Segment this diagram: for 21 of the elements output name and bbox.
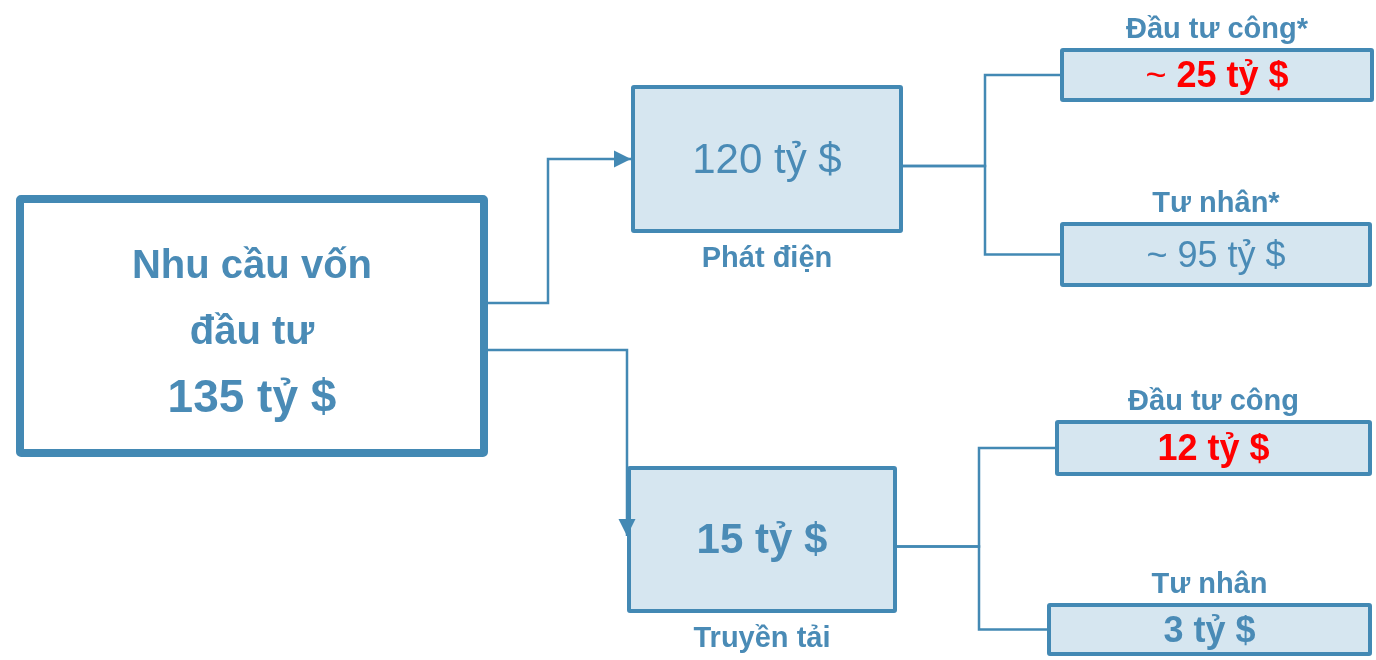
- connector-line: [897, 545, 1047, 631]
- caption-text: Truyền tải: [692, 621, 832, 654]
- amount-text: ~ 95 tỷ $: [1146, 234, 1286, 275]
- process-box: [627, 466, 897, 613]
- amount-text: 12 tỷ $: [1157, 428, 1270, 468]
- caption-text: Phát điện: [700, 241, 834, 274]
- process-box: [631, 85, 903, 233]
- amount-text: 3 tỷ $: [1163, 609, 1256, 650]
- process-box: [16, 195, 488, 457]
- amount-text: 135 tỷ $: [167, 370, 337, 422]
- category-label: Tư nhân: [1151, 567, 1268, 600]
- category-label: Tư nhân*: [1152, 186, 1280, 219]
- amount-text: ~ 25 tỷ $: [1145, 55, 1289, 95]
- amount-text: 15 tỷ $: [696, 516, 828, 563]
- amount-text: 120 tỷ $: [692, 135, 842, 183]
- category-label: Đầu tư công: [1128, 384, 1299, 417]
- category-label: Đầu tư công*: [1125, 12, 1309, 45]
- connector-line: [903, 164, 1060, 256]
- arrow: [488, 348, 636, 536]
- arrow: [488, 150, 631, 305]
- heading-text: Nhu cầu vốn đầu tư: [131, 240, 373, 354]
